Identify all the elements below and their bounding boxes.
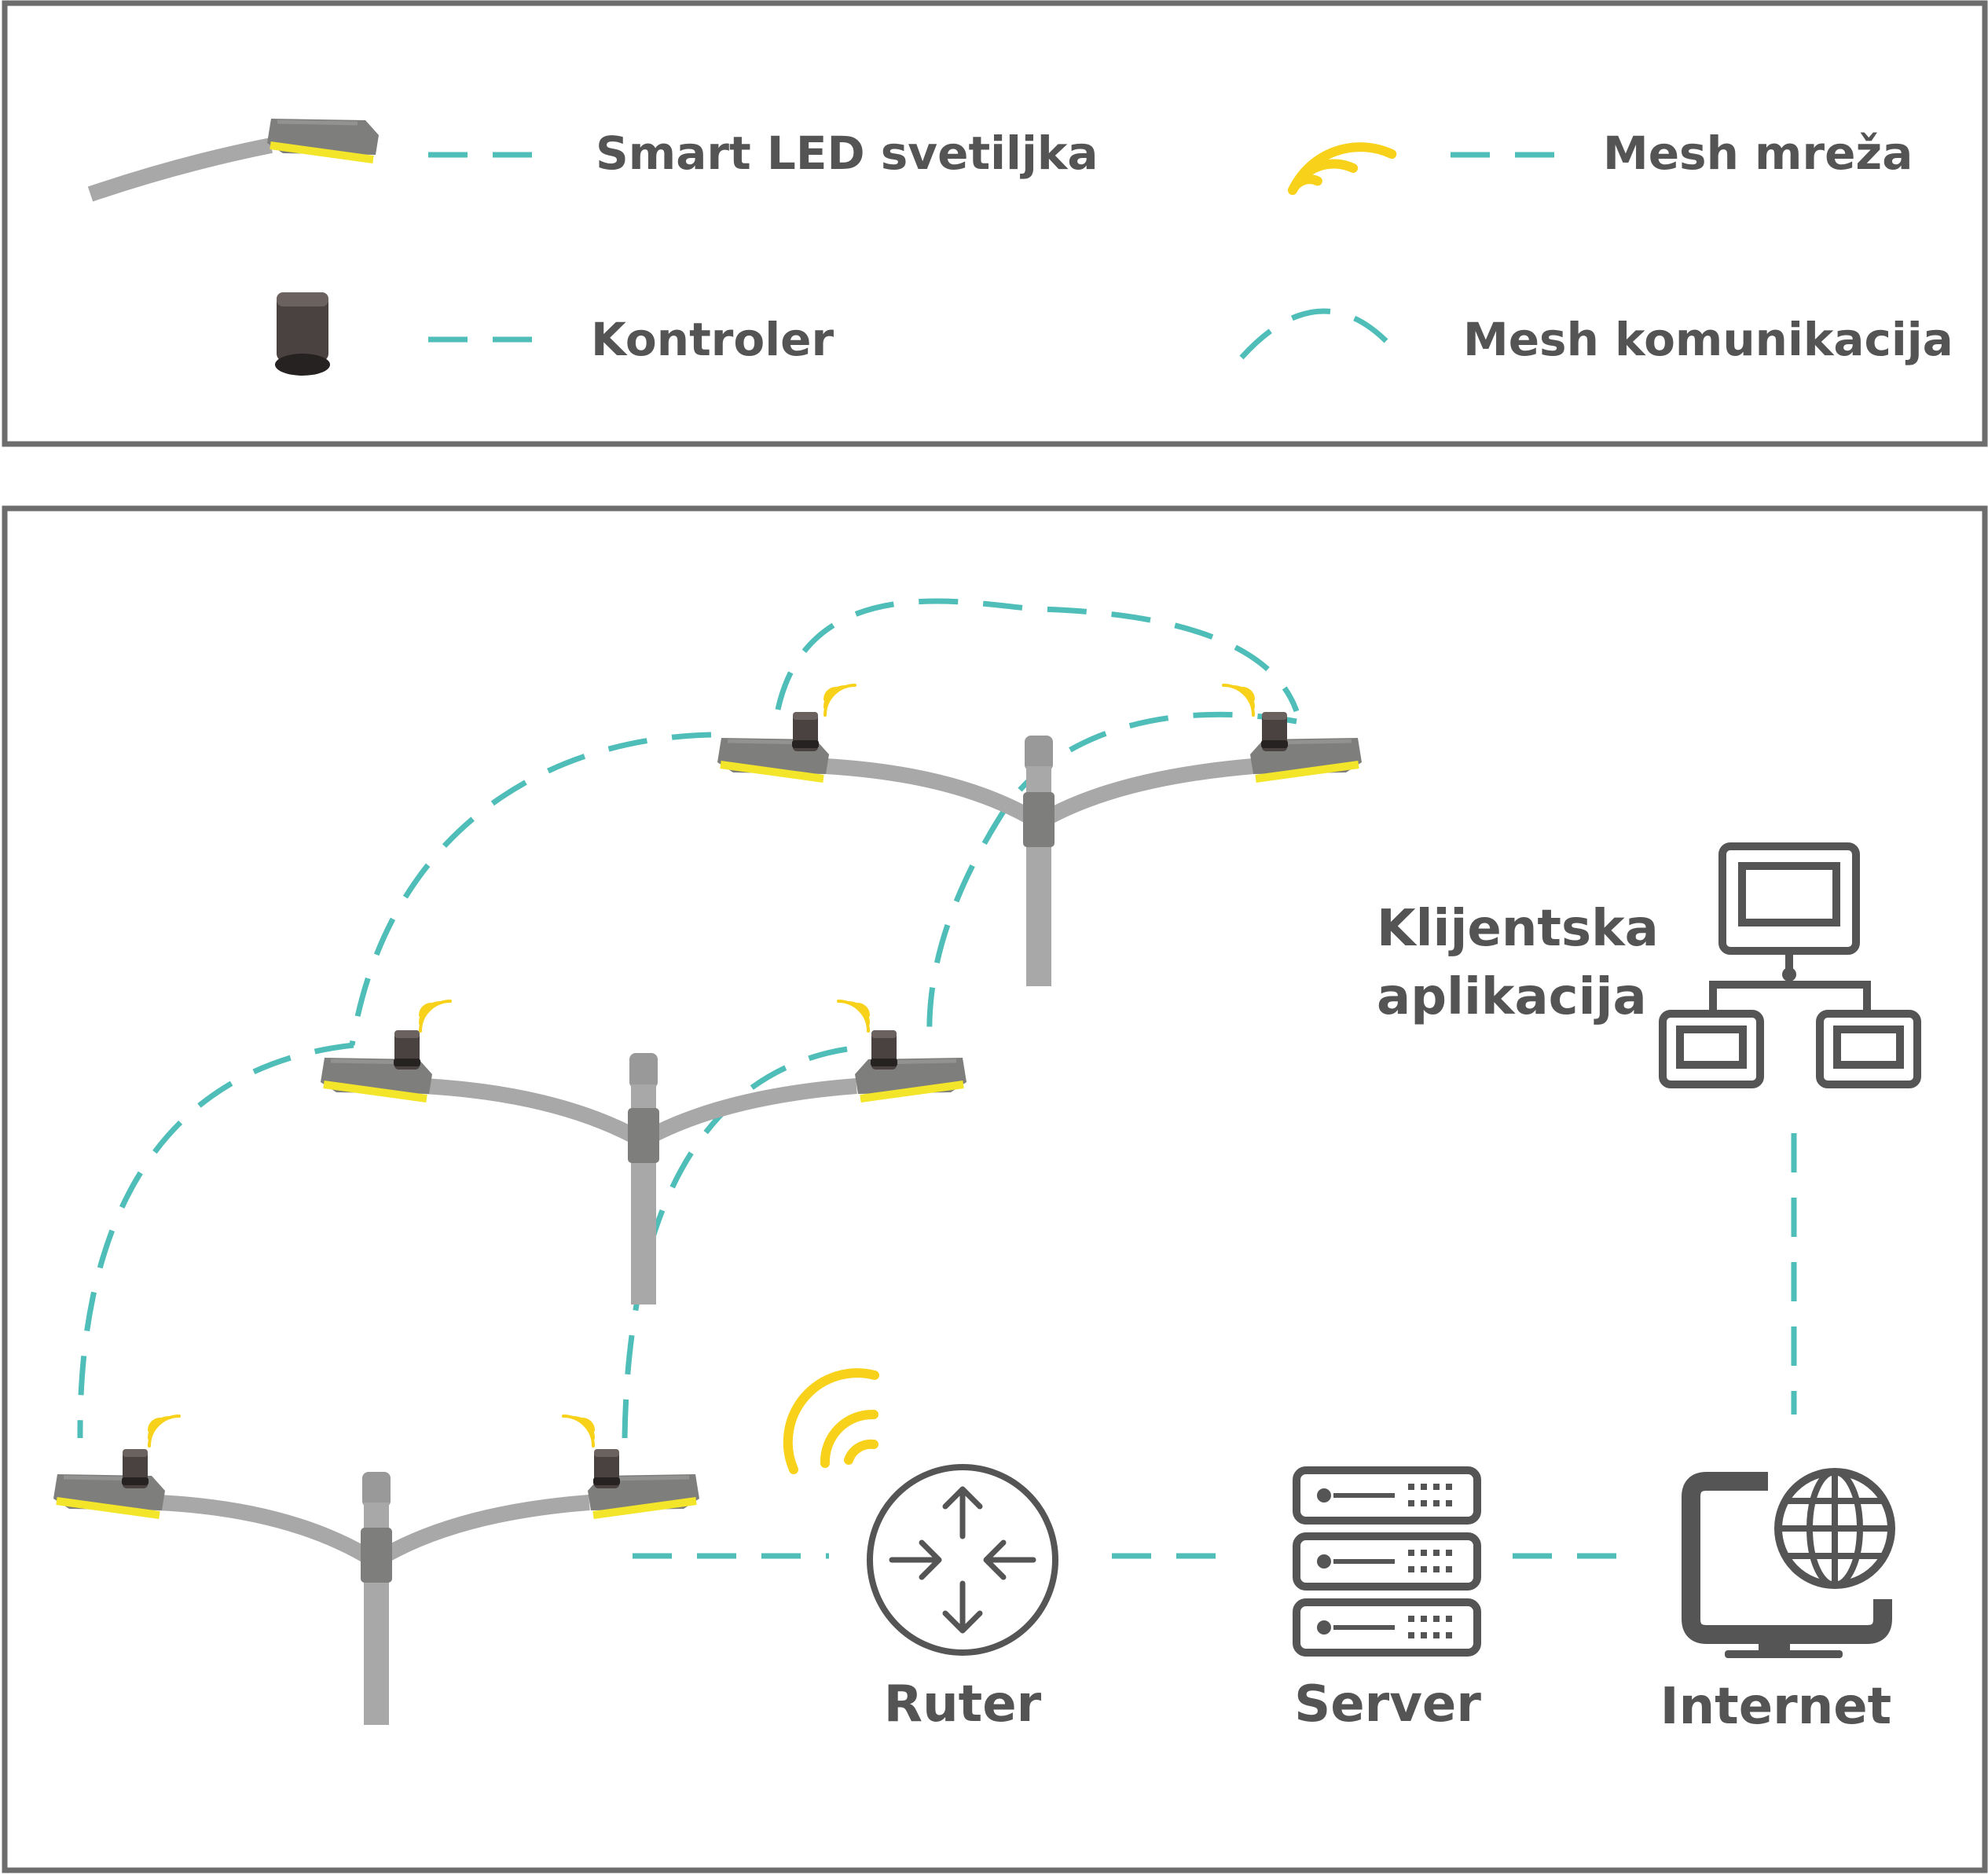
wireless-icon <box>148 1415 181 1448</box>
wireless-icon <box>562 1415 595 1448</box>
mesh-link-top <box>775 598 1300 713</box>
mesh-link-middle-left <box>77 1042 354 1439</box>
server-icon <box>1293 1466 1481 1657</box>
wireless-icon <box>419 1000 452 1033</box>
street-light-bottom <box>53 1415 699 1725</box>
wireless-icon <box>1222 684 1255 717</box>
controller <box>871 1030 897 1070</box>
mesh-communication-legend-icon <box>1239 308 1393 360</box>
server-label: Server <box>1294 1675 1481 1734</box>
internet-label: Internet <box>1660 1678 1892 1736</box>
client-app-label-line1: Klijentska <box>1377 900 1659 958</box>
controller <box>122 1449 149 1488</box>
controller <box>593 1449 620 1488</box>
legend-label-mesh-communication: Mesh komunikacija <box>1463 313 1953 366</box>
controller <box>394 1030 420 1070</box>
internet-icon <box>1682 1462 1902 1658</box>
controller <box>792 712 819 751</box>
router-label: Ruter <box>884 1675 1042 1734</box>
controller <box>1261 712 1288 751</box>
legend-frame <box>2 0 1988 447</box>
legend-label-luminaire: Smart LED svetiljka <box>596 127 1099 180</box>
router-icon <box>867 1464 1058 1656</box>
mesh-network-legend-icon <box>1288 142 1397 195</box>
mesh-links <box>77 598 1797 1559</box>
wireless-icon <box>837 1000 870 1033</box>
mesh-link-upper-right <box>926 711 1297 1038</box>
controller-legend-icon <box>275 292 330 376</box>
client-application-icon <box>1659 842 1921 1088</box>
mesh-link-middle-right <box>622 1046 848 1439</box>
legend-label-mesh-network: Mesh mreža <box>1603 127 1913 180</box>
street-light-middle <box>321 1000 966 1304</box>
client-app-label-line2: aplikacija <box>1377 968 1647 1026</box>
wireless-icon <box>823 684 856 717</box>
street-light-top <box>717 684 1362 986</box>
router-wireless-icon <box>783 1368 879 1474</box>
legend-label-controller: Kontroler <box>591 313 834 366</box>
luminaire-legend-icon <box>87 119 379 202</box>
diagram-frame <box>2 505 1988 1873</box>
mesh-link-upper-left <box>349 732 712 1046</box>
